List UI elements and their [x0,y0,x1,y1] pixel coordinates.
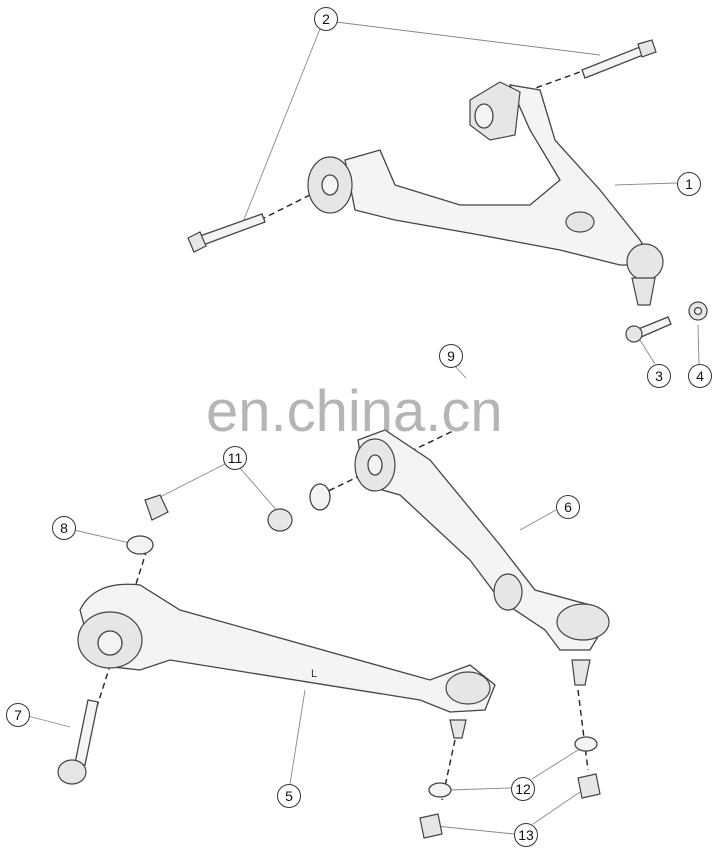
callout-9[interactable]: 9 [439,344,463,368]
washer-8 [126,535,154,555]
bolt-7 [57,699,99,785]
callout-11[interactable]: 11 [223,446,247,470]
callout-13[interactable]: 13 [514,823,538,847]
callout-7[interactable]: 7 [6,703,30,727]
callout-2[interactable]: 2 [314,7,338,31]
callout-8[interactable]: 8 [52,516,76,540]
upper-control-arm [307,81,664,306]
nut-13 [419,773,601,839]
callout-4[interactable]: 4 [688,364,712,388]
callout-3[interactable]: 3 [647,364,671,388]
callout-1[interactable]: 1 [677,172,701,196]
bushing-9 [267,483,331,532]
lower-control-arm-front [354,429,610,686]
leader-lines [27,21,700,835]
callout-12[interactable]: 12 [511,777,535,801]
callout-6[interactable]: 6 [556,495,580,519]
nut-11 [144,494,169,521]
watermark: en.china.cn [206,379,503,444]
lower-control-arm-rear [77,583,496,739]
side-mark-label: L [311,668,318,680]
bolt-3-nut-4 [625,301,708,343]
callout-5[interactable]: 5 [277,784,301,808]
washer-12 [428,736,598,798]
bolt-2 [187,39,657,253]
